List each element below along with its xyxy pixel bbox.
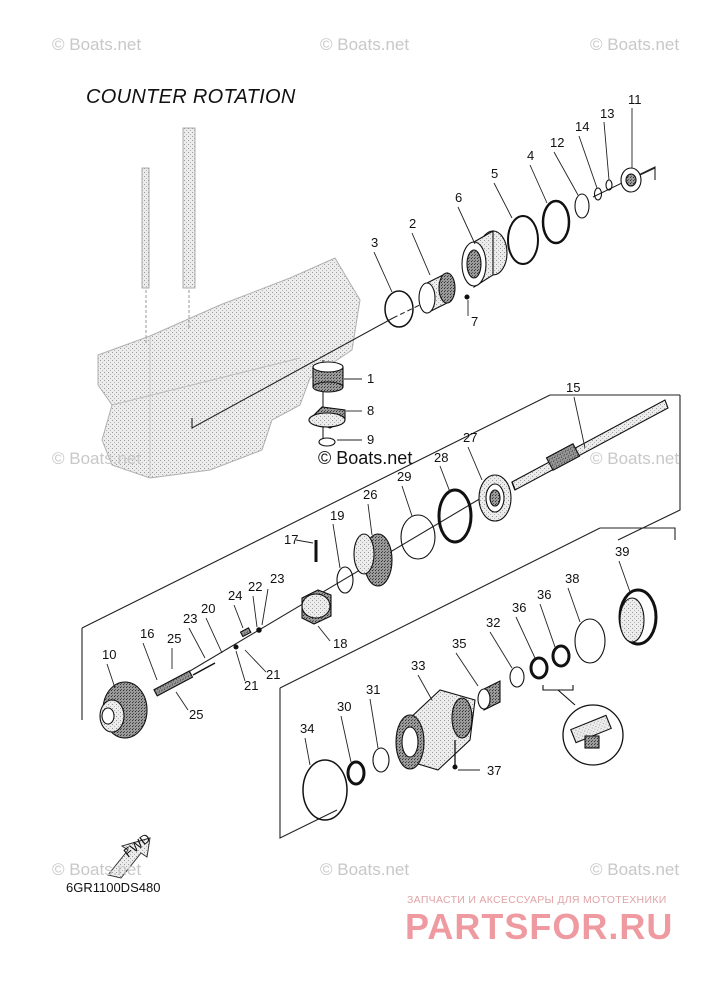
gear-case-housing (97, 127, 361, 479)
callout-14: 14 (575, 119, 589, 134)
callout-4: 4 (527, 148, 534, 163)
callout-5: 5 (491, 166, 498, 181)
part-36-oil-seal-2 (529, 656, 549, 680)
watermark: © Boats.net (320, 860, 410, 879)
part-15-propeller-shaft (511, 399, 669, 491)
callout-18: 18 (333, 636, 347, 651)
callout-1: 1 (367, 371, 374, 386)
part-4-shim (541, 199, 571, 245)
callout-36: 36 (512, 600, 526, 615)
watermark: © Boats.net (590, 35, 680, 54)
callout-25: 25 (167, 631, 181, 646)
callout-10: 10 (102, 647, 116, 662)
center-watermark: © Boats.net (318, 448, 413, 468)
callout-labels: 1113141245623718915272829261917232224202… (102, 92, 642, 778)
callout-24: 24 (228, 588, 242, 603)
callout-32: 32 (486, 615, 500, 630)
partsfor-logo: PARTSFOR.RU (405, 906, 674, 947)
part-7-pin (464, 294, 470, 300)
callout-23: 23 (183, 611, 197, 626)
callout-30: 30 (337, 699, 351, 714)
part-3-o-ring (384, 290, 414, 328)
part-12-circlip (574, 193, 590, 219)
part-14-ring (593, 187, 603, 201)
callout-9: 9 (367, 432, 374, 447)
part-26-forward-gear (353, 533, 393, 587)
part-18-dog-clutch (301, 589, 332, 625)
callout-34: 34 (300, 721, 314, 736)
part-34-o-ring (302, 759, 348, 821)
part-2-needle-bearing (418, 272, 456, 314)
part-24-plunger (239, 627, 252, 638)
part-1-needle-bearing (312, 361, 344, 393)
callout-27: 27 (463, 430, 477, 445)
part-16-shift-slider (153, 662, 216, 697)
watermark: © Boats.net (590, 860, 680, 879)
diagram-code: 6GR1100DS480 (66, 880, 161, 895)
part-5-ring (507, 215, 539, 265)
watermark: © Boats.net (590, 449, 680, 468)
part-8-pinion-gear (308, 406, 346, 429)
callout-29: 29 (397, 469, 411, 484)
callout-16: 16 (140, 626, 154, 641)
part-39-bearing-outer-race (618, 588, 658, 646)
part-13-ring (605, 179, 613, 191)
callout-12: 12 (550, 135, 564, 150)
part-9-nut (318, 437, 336, 447)
leader-lines (106, 108, 633, 771)
callout-38: 38 (565, 571, 579, 586)
callout-37: 37 (487, 763, 501, 778)
callout-11: 11 (628, 92, 642, 107)
callout-20: 20 (201, 601, 215, 616)
callout-25: 25 (189, 707, 203, 722)
callout-28: 28 (434, 450, 448, 465)
callout-3: 3 (371, 235, 378, 250)
lower-section-outline (81, 394, 681, 839)
partsfor-subtitle: ЗАПЧАСТИ И АКСЕССУАРЫ ДЛЯ МОТОТЕХНИКИ (407, 894, 667, 906)
watermark: © Boats.net (52, 449, 142, 468)
parts (99, 167, 669, 821)
callout-6: 6 (455, 190, 462, 205)
part-27-ball-bearing (478, 474, 512, 522)
watermark: © Boats.net (320, 35, 410, 54)
seal-install-tool-inset (542, 685, 624, 766)
part-28-shim (437, 488, 473, 544)
watermark: © Boats.net (52, 35, 142, 54)
callout-36: 36 (537, 587, 551, 602)
callout-21: 21 (266, 667, 280, 682)
fwd-arrow-icon: FWD (107, 830, 153, 879)
callout-19: 19 (330, 508, 344, 523)
callout-15: 15 (566, 380, 580, 395)
callout-39: 39 (615, 544, 629, 559)
part-19-circlip (336, 566, 354, 594)
callout-31: 31 (366, 682, 380, 697)
watermark: © Boats.net (52, 860, 142, 879)
callout-23: 23 (270, 571, 284, 586)
callout-33: 33 (411, 658, 425, 673)
part-10-reverse-gear (99, 681, 148, 739)
callout-22: 22 (248, 579, 262, 594)
callout-2: 2 (409, 216, 416, 231)
part-31-circlip (372, 747, 390, 773)
part-29-o-ring (400, 514, 436, 560)
callout-7: 7 (471, 314, 478, 329)
part-21-ball (233, 644, 239, 650)
callout-8: 8 (367, 403, 374, 418)
callout-35: 35 (452, 636, 466, 651)
callout-17: 17 (284, 532, 298, 547)
callout-21: 21 (244, 678, 258, 693)
diagram-title: COUNTER ROTATION (86, 86, 296, 108)
callout-13: 13 (600, 106, 614, 121)
part-36-oil-seal (551, 644, 571, 668)
callout-26: 26 (363, 487, 377, 502)
part-32-circlip (509, 666, 525, 688)
part-33-propeller-shaft-housing (395, 689, 476, 771)
part-22-pin (256, 627, 262, 633)
part-30-ring (346, 760, 366, 786)
part-35-needle-bearing (477, 680, 501, 711)
part-6-bearing-housing (461, 230, 508, 288)
part-38-circlip (574, 618, 606, 664)
